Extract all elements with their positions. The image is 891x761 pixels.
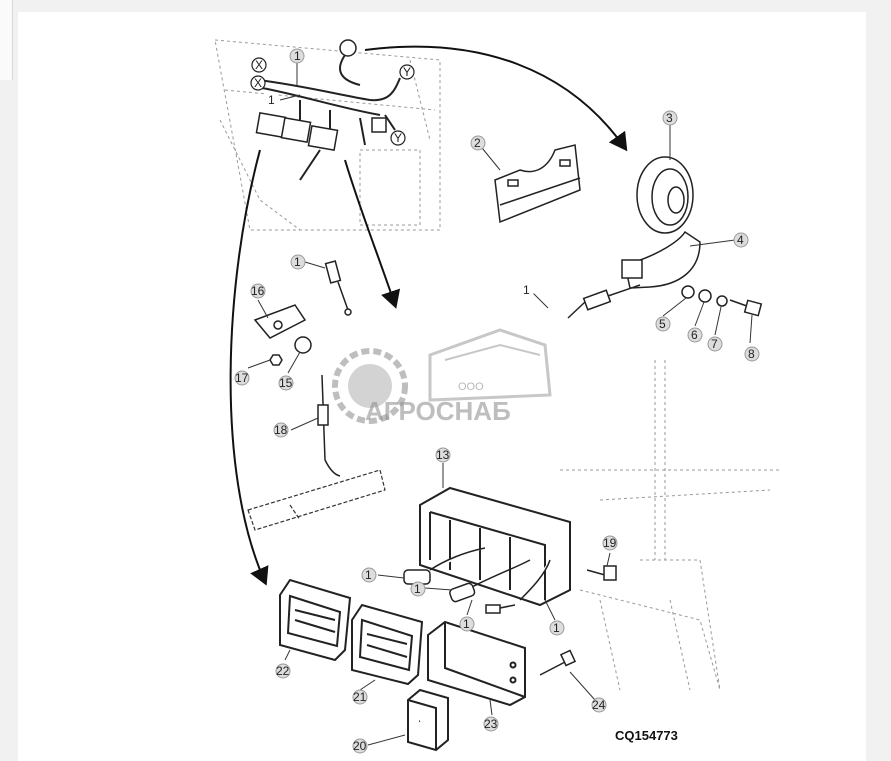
lamp-pigtail (567, 284, 641, 319)
cab-structure-right (560, 360, 780, 691)
watermark-logo (332, 328, 552, 424)
callout-20: 20 (353, 739, 367, 753)
bolt-part-19 (586, 565, 617, 581)
bracket-part-4 (621, 230, 701, 289)
callout-1: 1 (553, 621, 560, 635)
callout-8: 8 (748, 347, 755, 361)
callout-1: 1 (463, 617, 470, 631)
xy-markers (250, 57, 415, 146)
flow-arrows (229, 45, 628, 586)
callout-5: 5 (659, 317, 666, 331)
rail-bracket (247, 469, 386, 531)
callout-6: 6 (691, 328, 698, 342)
callout-23: 23 (484, 717, 498, 731)
callout-24: 24 (592, 698, 606, 712)
marker-y: Y (403, 65, 411, 79)
lamp-part-3 (636, 156, 694, 234)
callout-13: 13 (436, 448, 450, 462)
plate-part-23 (427, 620, 526, 707)
callout-4: 4 (737, 233, 744, 247)
marker-y: Y (394, 131, 402, 145)
callout-17: 17 (235, 371, 249, 385)
housing-part-13 (419, 486, 571, 607)
callout-18: 18 (274, 423, 288, 437)
marker-x: X (255, 58, 263, 72)
callout-3: 3 (666, 111, 673, 125)
marker-x: X (254, 76, 262, 90)
bolt-assembly (681, 285, 763, 317)
callout-2: 2 (474, 136, 481, 150)
clip-assembly (253, 304, 312, 366)
callout-bubbles (234, 48, 760, 754)
callout-1: 1 (268, 93, 275, 107)
relay-part-20 (407, 688, 449, 752)
screw-part-24 (539, 649, 577, 676)
leader-lines (247, 62, 753, 746)
lamp-part-21 (351, 603, 424, 686)
callout-1: 1 (365, 568, 372, 582)
figure-id-label: CQ154773 (615, 728, 678, 743)
callout-7: 7 (711, 337, 718, 351)
watermark-small-text: ООО (458, 381, 484, 393)
strap-part-18 (317, 374, 341, 477)
side-panel-edge (0, 0, 13, 80)
housing-leads (403, 547, 551, 614)
callout-21: 21 (353, 690, 367, 704)
watermark-text: АГРОСНАБ (365, 396, 511, 426)
bulb-wire-1 (324, 260, 352, 316)
callout-1: 1 (414, 582, 421, 596)
callout-1: 1 (294, 49, 301, 63)
callout-16: 16 (251, 284, 265, 298)
callout-1: 1 (523, 283, 530, 297)
lamp-part-22 (279, 578, 352, 662)
harness-connectors (255, 39, 387, 151)
callout-15: 15 (279, 376, 293, 390)
callout-22: 22 (276, 664, 290, 678)
callout-1: 1 (294, 255, 301, 269)
bracket-part-2 (494, 144, 581, 224)
callout-19: 19 (603, 536, 617, 550)
